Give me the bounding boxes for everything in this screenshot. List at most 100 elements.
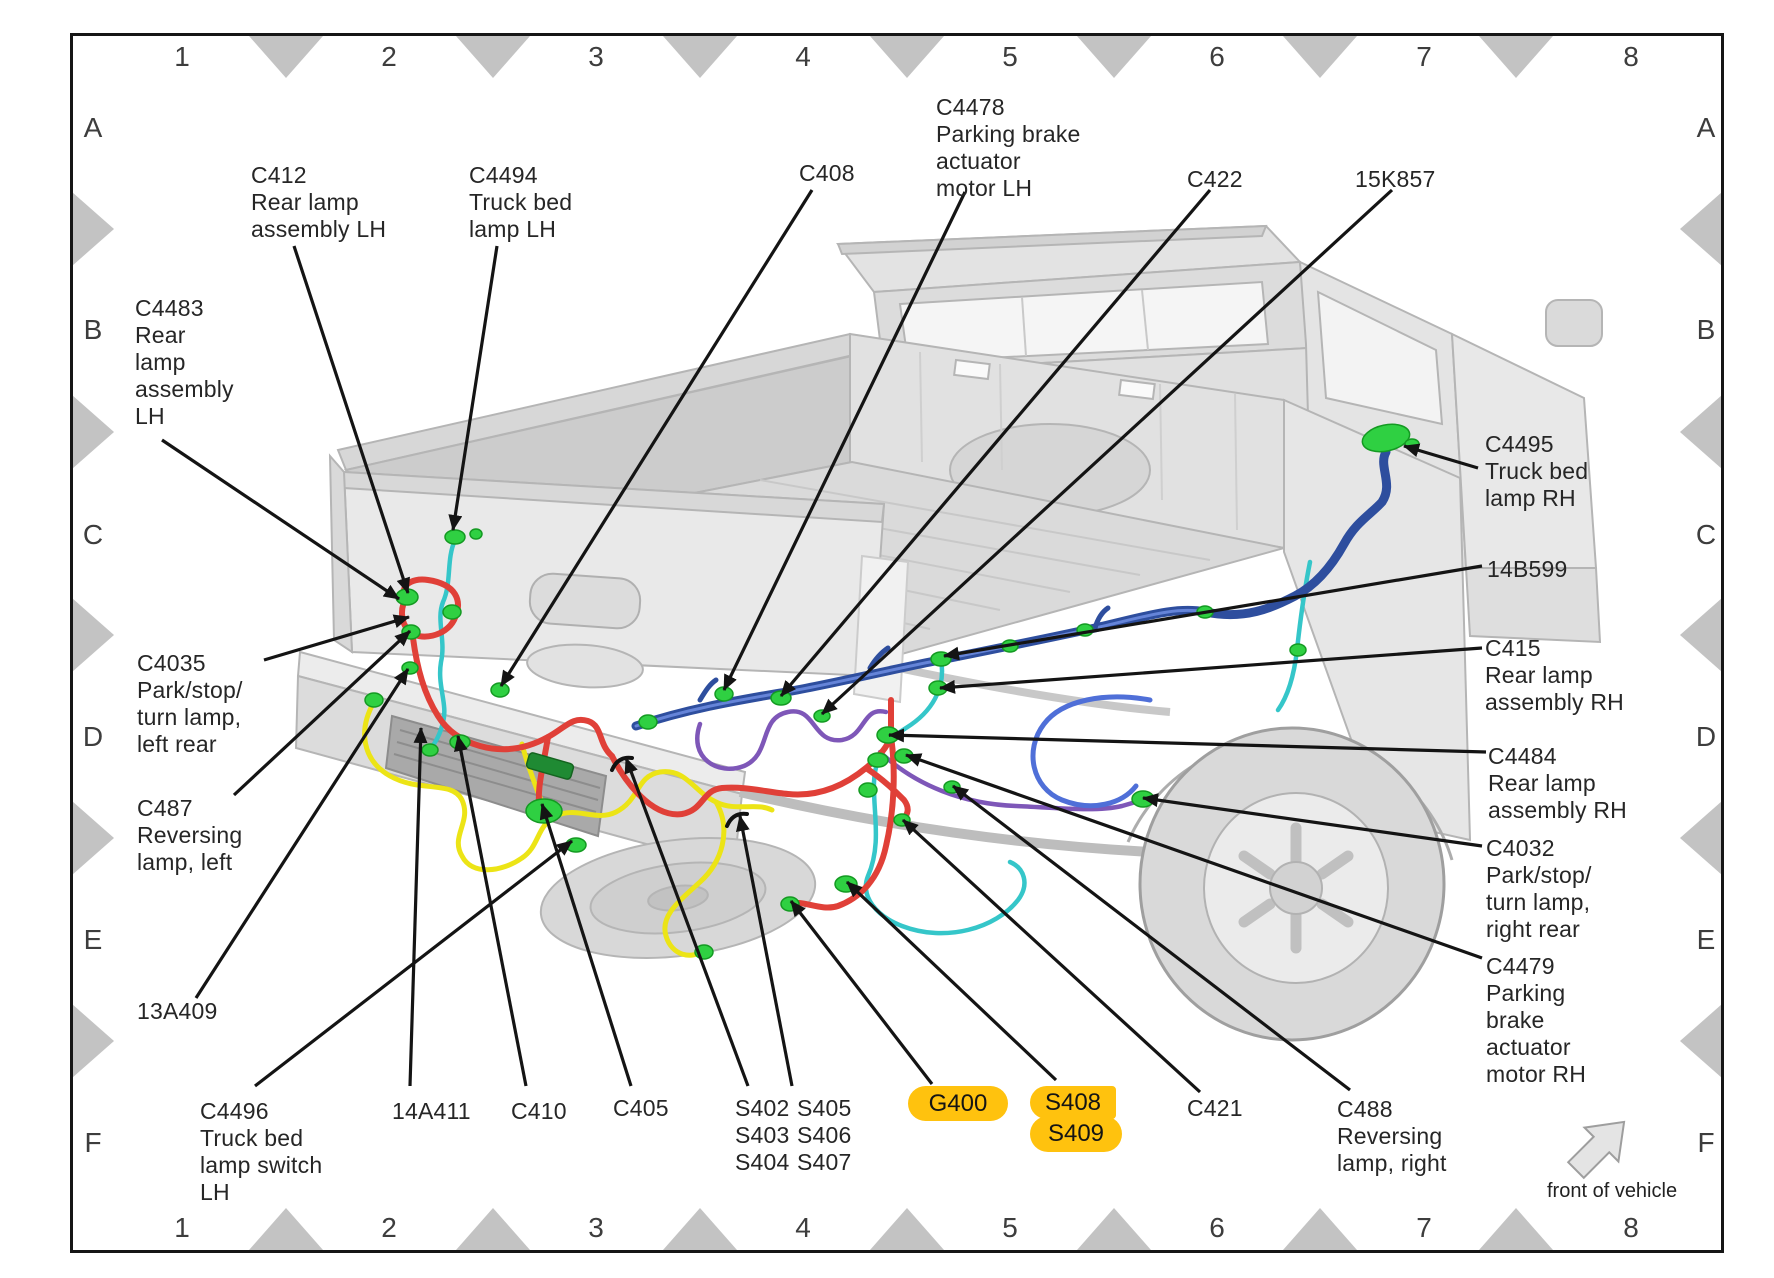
leader-g400 — [789, 900, 934, 1085]
grid-label-left-F: F — [84, 1127, 102, 1158]
grid-label-top-6: 6 — [1209, 41, 1225, 72]
leader-c4483 — [161, 438, 400, 601]
callout-line: Rear — [135, 322, 186, 348]
callout-line: C408 — [799, 160, 855, 186]
callout-line: lamp switch — [200, 1152, 323, 1178]
grid-label-bottom-4: 4 — [795, 1212, 811, 1243]
callout-line: actuator — [1486, 1034, 1571, 1060]
leader-14b599 — [943, 564, 1483, 661]
callout-line: Truck bed — [469, 189, 573, 215]
callout-line: C4495 — [1485, 431, 1554, 457]
callout-line: C422 — [1187, 166, 1243, 192]
grid-label-left-E: E — [83, 924, 103, 955]
grid-label-left-A: A — [83, 112, 103, 143]
callout-c422: C422 — [1187, 166, 1243, 193]
grid-label-top-2: 2 — [381, 41, 397, 72]
grid-label-bottom-5: 5 — [1002, 1212, 1018, 1243]
callout-line: Parking brake — [936, 121, 1081, 147]
callout-15k857: 15K857 — [1355, 166, 1436, 193]
grid-label-top-8: 8 — [1623, 41, 1639, 72]
leader-c405 — [539, 803, 633, 1087]
callout-line: C405 — [613, 1095, 669, 1121]
callout-line: C488 — [1337, 1096, 1393, 1122]
cab-door-glass — [1316, 290, 1444, 426]
callout-line: S404 — [735, 1149, 790, 1175]
leader-c4032 — [1142, 793, 1483, 848]
callout-line: assembly RH — [1485, 689, 1624, 715]
leader-c4035 — [263, 614, 410, 662]
grid-label-top-4: 4 — [795, 41, 811, 72]
callout-line: brake — [1486, 1007, 1545, 1033]
callout-line: C4035 — [137, 650, 206, 676]
highlight-s409-label: S409 — [1047, 1120, 1105, 1147]
grid-label-top-7: 7 — [1416, 41, 1432, 72]
grid-label-top-5: 5 — [1002, 41, 1018, 72]
connector-icon — [469, 528, 483, 540]
leader-c412 — [292, 245, 410, 594]
callout-line: 15K857 — [1355, 166, 1436, 192]
connector-icon — [858, 782, 878, 798]
leader-c421 — [901, 818, 1202, 1094]
diagram-border — [70, 33, 1724, 1253]
highlight-s408: S408 — [1030, 1086, 1116, 1119]
leader-c487 — [232, 629, 412, 797]
grid-label-bottom-3: 3 — [588, 1212, 604, 1243]
leader-c488 — [952, 784, 1351, 1092]
callout-line: S407 — [797, 1149, 852, 1175]
leader-c4495 — [1403, 443, 1479, 470]
callout-line: C4479 — [1486, 953, 1555, 979]
connector-icon — [638, 714, 658, 730]
callout-c421: C421 — [1187, 1095, 1243, 1122]
callout-line: C4494 — [469, 162, 538, 188]
callout-line: S402 — [735, 1095, 790, 1121]
callout-line: C4478 — [936, 94, 1005, 120]
highlight-g400-label: G400 — [928, 1089, 988, 1117]
leader-c415 — [939, 646, 1483, 694]
callout-line: LH — [135, 403, 165, 429]
callout-line: lamp, left — [137, 849, 233, 875]
leader-15k857 — [820, 188, 1394, 716]
callout-line: right rear — [1486, 916, 1581, 942]
grid-label-right-B: B — [1696, 314, 1716, 345]
callout-c405: C405 — [613, 1095, 669, 1122]
tailgate-handle — [528, 572, 642, 630]
connector-icon — [442, 604, 462, 620]
callout-line: motor LH — [936, 175, 1033, 201]
callout-line: lamp, right — [1337, 1150, 1447, 1176]
leader-13a409 — [194, 668, 410, 999]
grid-label-bottom-7: 7 — [1416, 1212, 1432, 1243]
callout-line: turn lamp, — [137, 704, 242, 730]
callout-line: Reversing — [1337, 1123, 1443, 1149]
tailgate-oval-emblem — [526, 643, 644, 689]
highlight-s408-label: S408 — [1044, 1088, 1102, 1116]
grid-label-right-E: E — [1696, 924, 1716, 955]
callout-line: motor RH — [1486, 1061, 1587, 1087]
grid-label-left-D: D — [82, 721, 104, 752]
grid-triangles — [72, 36, 1722, 1250]
callout-line: C421 — [1187, 1095, 1243, 1121]
rocker-panel — [1464, 567, 1602, 644]
grid-label-right-A: A — [1696, 112, 1716, 143]
clip-icon — [725, 811, 749, 828]
callout-14b599: 14B599 — [1487, 556, 1568, 583]
side-mirror — [1545, 299, 1603, 347]
bed-lamp-switch — [525, 752, 575, 780]
grid-label-right-D: D — [1695, 721, 1717, 752]
callout-line: Rear lamp — [251, 189, 359, 215]
frame-rail — [738, 787, 1151, 857]
callout-line: assembly — [135, 376, 234, 402]
callout-13a409: 13A409 — [137, 998, 218, 1025]
leader-s408-s409 — [845, 880, 1058, 1082]
left-taillamp-housing — [328, 453, 354, 654]
grid-label-left-B: B — [83, 314, 103, 345]
callout-c410: C410 — [511, 1098, 567, 1125]
